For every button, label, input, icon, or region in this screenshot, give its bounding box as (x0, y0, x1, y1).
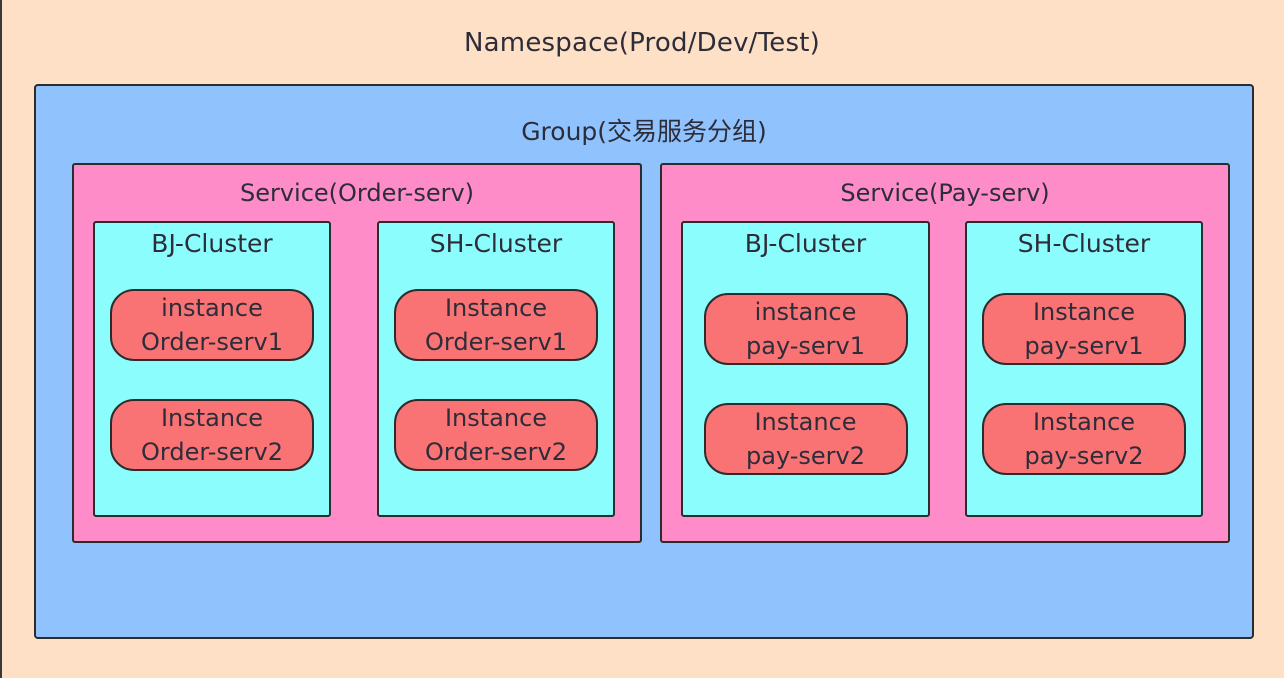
instance-label: Instance (754, 408, 857, 436)
instance-label: instance (754, 298, 857, 326)
instance-label: Instance (444, 404, 548, 432)
instance-name: Order-serv1 (425, 328, 567, 356)
instance-label: instance (161, 294, 263, 322)
service-title: Service(Pay-serv) (840, 179, 1050, 207)
cluster-title: BJ-Cluster (151, 229, 273, 258)
group-box: Group(交易服务分组) Service(Order-serv) BJ-Clu… (34, 84, 1254, 639)
instance-node: Instance Order-serv2 (394, 399, 598, 471)
group-title: Group(交易服务分组) (521, 117, 767, 146)
cluster-box-sh: SH-Cluster Instance Order-serv1 Instance… (377, 221, 615, 517)
instance-label: Instance (160, 404, 264, 432)
service-box-order: Service(Order-serv) BJ-Cluster instance … (72, 163, 642, 543)
service-box-pay: Service(Pay-serv) BJ-Cluster instance pa… (660, 163, 1230, 543)
cluster-box-bj: BJ-Cluster instance pay-serv1 Instance p… (681, 221, 930, 517)
instance-name: Order-serv2 (141, 438, 283, 466)
instance-node: Instance Order-serv1 (394, 289, 598, 361)
instance-label: Instance (444, 294, 548, 322)
instance-node: Instance pay-serv1 (982, 293, 1186, 365)
cluster-title: SH-Cluster (429, 229, 563, 258)
instance-label: Instance (1032, 408, 1136, 436)
instance-node: Instance pay-serv2 (982, 403, 1186, 475)
service-title: Service(Order-serv) (239, 179, 475, 207)
instance-name: Order-serv1 (141, 328, 283, 356)
instance-name: pay-serv2 (746, 442, 865, 470)
left-border (0, 0, 2, 678)
instance-node: Instance Order-serv2 (110, 399, 314, 471)
instance-label: Instance (1032, 298, 1136, 326)
cluster-box-sh: SH-Cluster Instance pay-serv1 Instance p… (965, 221, 1203, 517)
instance-name: Order-serv2 (425, 438, 567, 466)
cluster-box-bj: BJ-Cluster instance Order-serv1 Instance… (93, 221, 331, 517)
namespace-title: Namespace(Prod/Dev/Test) (464, 28, 820, 58)
instance-name: pay-serv1 (746, 332, 865, 360)
cluster-title: BJ-Cluster (744, 229, 867, 258)
instance-node: instance pay-serv1 (703, 293, 908, 365)
instance-node: instance Order-serv1 (110, 289, 314, 361)
instance-name: pay-serv1 (1024, 332, 1144, 360)
instance-name: pay-serv2 (1024, 442, 1144, 470)
instance-node: Instance pay-serv2 (703, 403, 908, 475)
cluster-title: SH-Cluster (1017, 229, 1151, 258)
